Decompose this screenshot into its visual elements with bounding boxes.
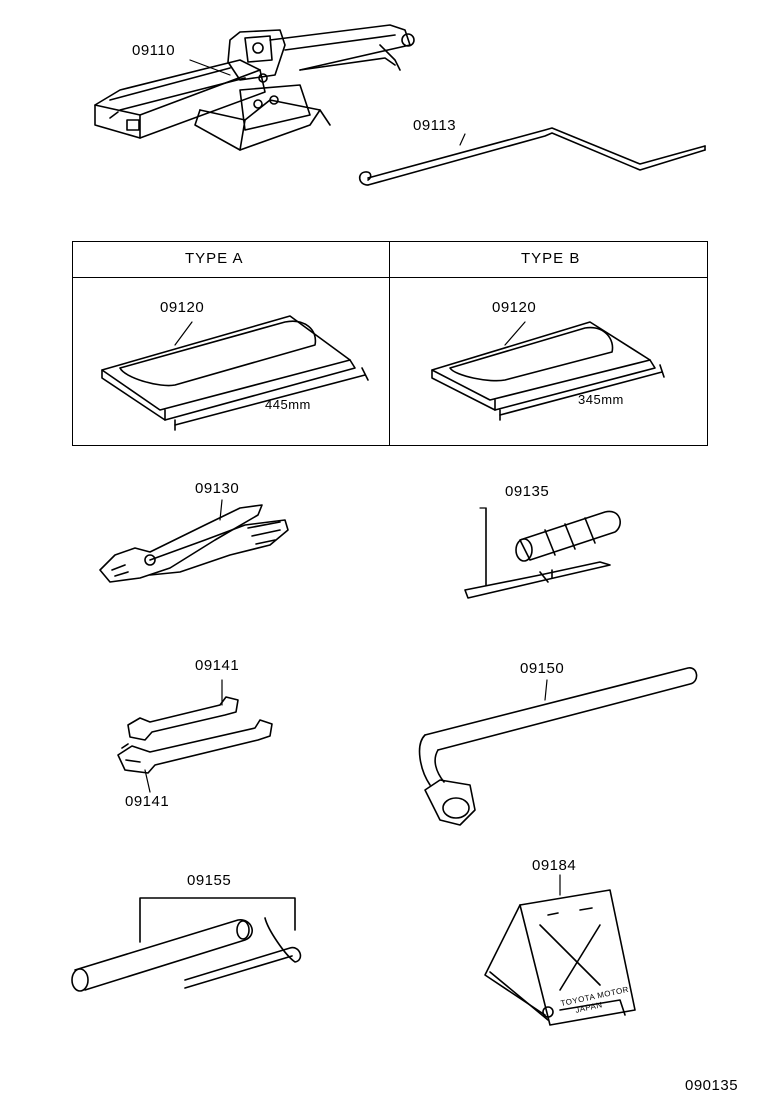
tool-bag-b-illustration xyxy=(431,321,665,421)
tool-bag-table: TYPE A TYPE B xyxy=(72,241,708,446)
wrenches-illustration xyxy=(117,696,273,774)
plug-wrench-illustration xyxy=(71,897,302,992)
jack-handle-illustration xyxy=(358,127,706,186)
dimension-b: 345mm xyxy=(578,392,624,407)
screwdriver-illustration xyxy=(464,507,621,599)
wheel-nut-wrench-illustration xyxy=(418,667,698,826)
table-header xyxy=(73,242,707,278)
scissor-jack-illustration xyxy=(94,24,415,151)
leader-lines xyxy=(144,59,561,896)
figure-id: 090135 xyxy=(685,1077,739,1094)
label-tool-bag-a: 09120 xyxy=(160,299,205,316)
label-wrench-top: 09141 xyxy=(195,657,240,674)
label-screwdriver: 09135 xyxy=(505,483,550,500)
type-a-heading: TYPE A xyxy=(185,250,244,267)
label-plug-wrench: 09155 xyxy=(187,872,232,889)
label-jack-handle: 09113 xyxy=(413,117,457,134)
type-b-heading: TYPE B xyxy=(521,250,581,267)
dimension-a: 445mm xyxy=(265,397,311,412)
table-divider xyxy=(389,242,390,445)
label-wheel-nut-wrench: 09150 xyxy=(520,660,565,677)
label-wheel-chock: 09184 xyxy=(532,857,577,874)
label-jack: 09110 xyxy=(132,42,176,59)
pliers-illustration xyxy=(99,504,289,583)
label-tool-bag-b: 09120 xyxy=(492,299,537,316)
tool-bag-a-illustration xyxy=(101,315,369,431)
label-pliers: 09130 xyxy=(195,480,240,497)
wheel-chock-illustration xyxy=(484,889,636,1026)
label-wrench-bottom: 09141 xyxy=(125,793,170,810)
